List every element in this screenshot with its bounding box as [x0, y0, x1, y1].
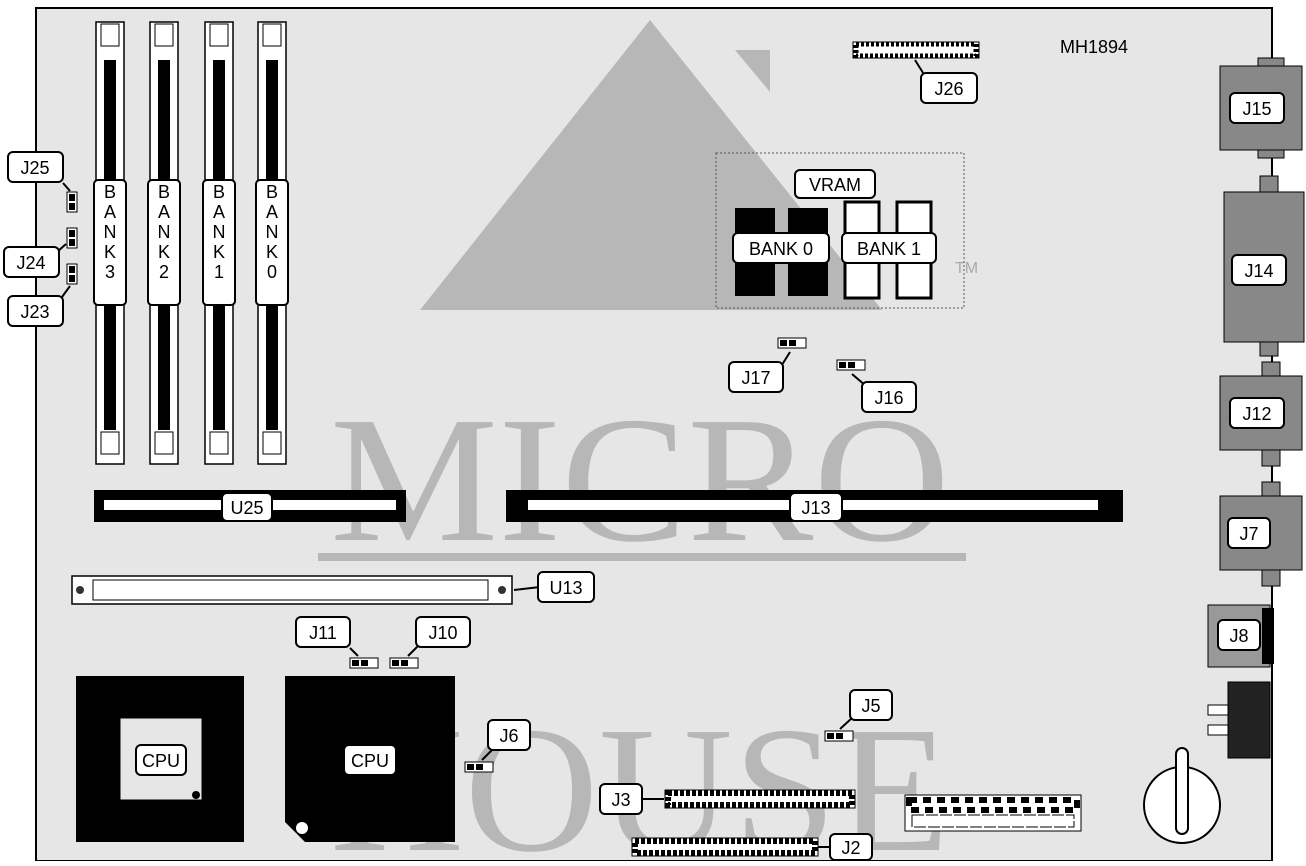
trademark-mark: TM: [955, 260, 978, 277]
svg-text:A: A: [104, 202, 116, 222]
jumper-j25: J25: [7, 151, 78, 213]
label-j25: J25: [20, 158, 49, 178]
connector-j26: J26: [852, 41, 980, 104]
label-j15: J15: [1242, 99, 1271, 119]
cpu-pga-socket: CPU: [76, 676, 244, 842]
svg-text:B: B: [266, 182, 278, 202]
label-j14: J14: [1244, 261, 1273, 281]
svg-text:N: N: [158, 222, 171, 242]
label-j8: J8: [1229, 626, 1248, 646]
svg-text:B: B: [213, 182, 225, 202]
jumper-j5: J5: [824, 689, 893, 742]
label-j16: J16: [874, 388, 903, 408]
svg-text:A: A: [213, 202, 225, 222]
svg-text:K: K: [158, 242, 170, 262]
svg-text:B: B: [158, 182, 170, 202]
jumper-j17: J17: [728, 337, 807, 393]
connector-j2: J2: [631, 833, 873, 861]
jumper-j10: J10: [389, 616, 471, 669]
connector-j8: J8: [1207, 604, 1274, 668]
watermark-line1: MICRO: [330, 380, 950, 579]
vram-title: VRAM: [809, 175, 861, 195]
svg-text:N: N: [213, 222, 226, 242]
label-j3: J3: [611, 790, 630, 810]
jumper-j23: J23: [7, 263, 78, 327]
label-j6: J6: [499, 726, 518, 746]
connector-j14: J14: [1223, 175, 1305, 357]
svg-text:K: K: [104, 242, 116, 262]
label-cpu-pga: CPU: [142, 751, 180, 771]
connector-j12: J12: [1219, 361, 1303, 467]
label-j12: J12: [1242, 404, 1271, 424]
svg-text:2: 2: [159, 262, 169, 282]
label-u25: U25: [230, 498, 263, 518]
jumper-j6: J6: [464, 719, 531, 773]
power-connector: [904, 794, 1082, 832]
jumper-j16: J16: [836, 359, 917, 413]
vram-bank0-label: BANK 0: [749, 239, 813, 259]
svg-text:N: N: [266, 222, 279, 242]
svg-text:B: B: [104, 182, 116, 202]
document-id: MH1894: [1060, 37, 1128, 57]
vram-area: VRAM BANK 0 BANK 1: [715, 152, 965, 309]
slot-u25: U25: [94, 490, 406, 522]
svg-text:N: N: [104, 222, 117, 242]
battery: [1143, 747, 1221, 844]
cpu-qfp: CPU: [285, 676, 455, 842]
svg-text:K: K: [266, 242, 278, 262]
svg-text:3: 3: [105, 262, 115, 282]
label-j26: J26: [934, 79, 963, 99]
svg-text:A: A: [266, 202, 278, 222]
label-j17: J17: [741, 368, 770, 388]
label-j5: J5: [861, 696, 880, 716]
slot-j13: J13: [506, 490, 1123, 522]
connector-j3: J3: [599, 783, 856, 815]
connector-j7: J7: [1219, 481, 1303, 587]
label-u13: U13: [549, 578, 582, 598]
svg-text:A: A: [158, 202, 170, 222]
label-j24: J24: [16, 253, 45, 273]
connector-j15: J15: [1219, 57, 1303, 159]
svg-text:K: K: [213, 242, 225, 262]
connector-u13: U13: [71, 571, 595, 605]
label-j2: J2: [841, 838, 860, 858]
label-cpu-qfp: CPU: [351, 751, 389, 771]
label-j10: J10: [428, 623, 457, 643]
label-j7: J7: [1239, 524, 1258, 544]
label-j13: J13: [801, 498, 830, 518]
label-j23: J23: [20, 302, 49, 322]
vram-bank1-label: BANK 1: [857, 239, 921, 259]
svg-text:0: 0: [267, 262, 277, 282]
audio-jack-connector: [1207, 681, 1271, 759]
svg-text:1: 1: [214, 262, 224, 282]
jumper-j11: J11: [295, 616, 379, 669]
jumper-j24: J24: [3, 227, 78, 278]
label-j11: J11: [309, 623, 337, 643]
